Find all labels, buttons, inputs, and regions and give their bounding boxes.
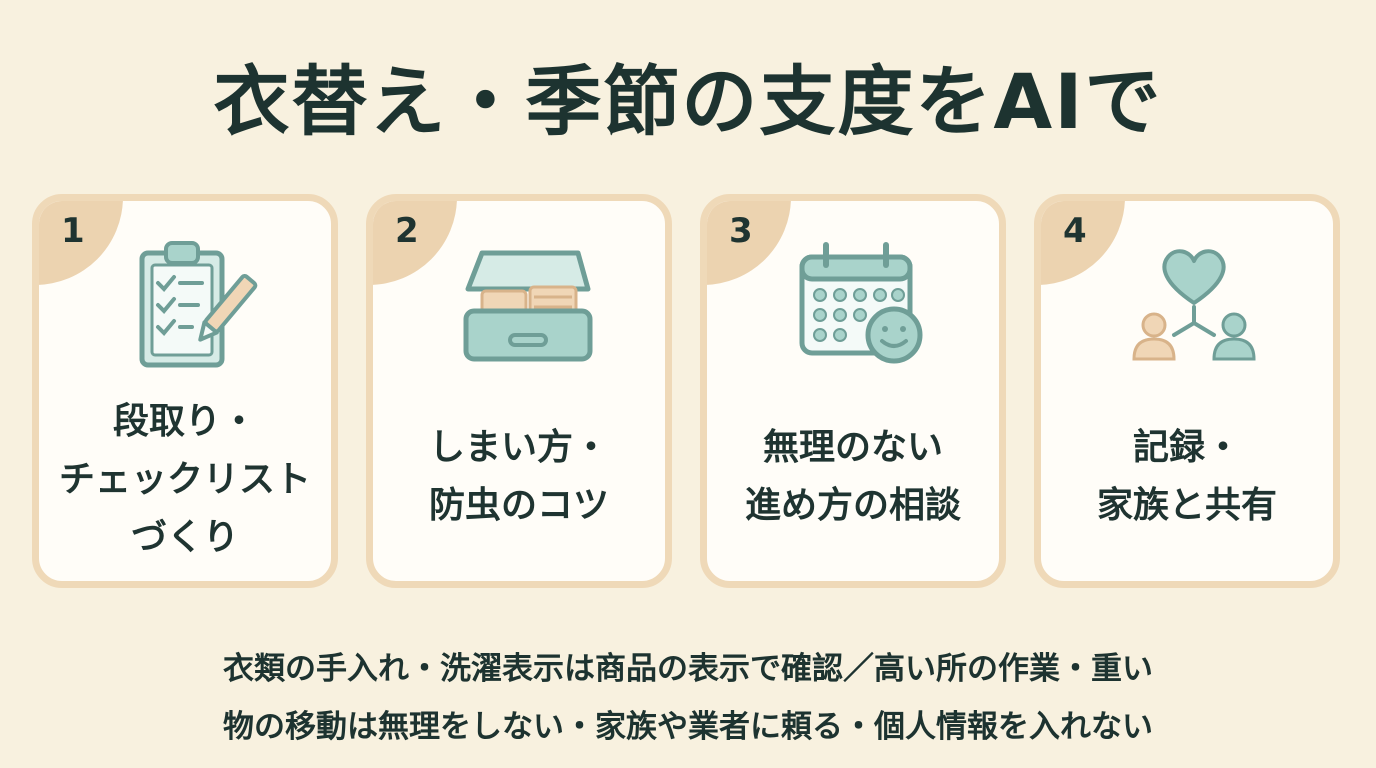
card-number-badge: 2 [373, 201, 457, 285]
card-sharing: 4 記録・ 家族と共有 [1034, 194, 1340, 588]
card-label: 段取り・ チェックリスト づくり [58, 401, 311, 558]
card-label: 無理のない 進め方の相談 [744, 427, 961, 526]
calendar-smile-icon [799, 242, 923, 364]
feature-cards: 1 段取り・ チェックリスト づくり 2 [32, 194, 1340, 588]
card-number-badge: 3 [707, 201, 791, 285]
card-number: 4 [1063, 211, 1087, 251]
clipboard-checklist-icon [139, 241, 258, 368]
note-line-2: 物の移動は無理をしない・家族や業者に頼る・個人情報を入れない [223, 709, 1153, 745]
card-planning: 3 無理のない 進め方の相談 [700, 194, 1006, 588]
card-number-badge: 1 [39, 201, 123, 285]
safety-note: 衣類の手入れ・洗濯表示は商品の表示で確認／高い所の作業・重い 物の移動は無理をし… [0, 640, 1376, 756]
page-title: 衣替え・季節の支度をAIで [213, 57, 1163, 146]
heart-share-people-icon [1132, 249, 1256, 361]
card-label: 記録・ 家族と共有 [1096, 427, 1277, 526]
card-number: 3 [729, 211, 753, 251]
card-number-badge: 4 [1041, 201, 1125, 285]
card-label: しまい方・ 防虫のコツ [428, 427, 609, 526]
note-line-1: 衣類の手入れ・洗濯表示は商品の表示で確認／高い所の作業・重い [223, 651, 1153, 687]
card-storage: 2 しまい方・ 防虫のコツ [366, 194, 672, 588]
card-number: 1 [61, 211, 85, 251]
card-number: 2 [395, 211, 419, 251]
storage-box-icon [463, 250, 593, 362]
card-checklist: 1 段取り・ チェックリスト づくり [32, 194, 338, 588]
